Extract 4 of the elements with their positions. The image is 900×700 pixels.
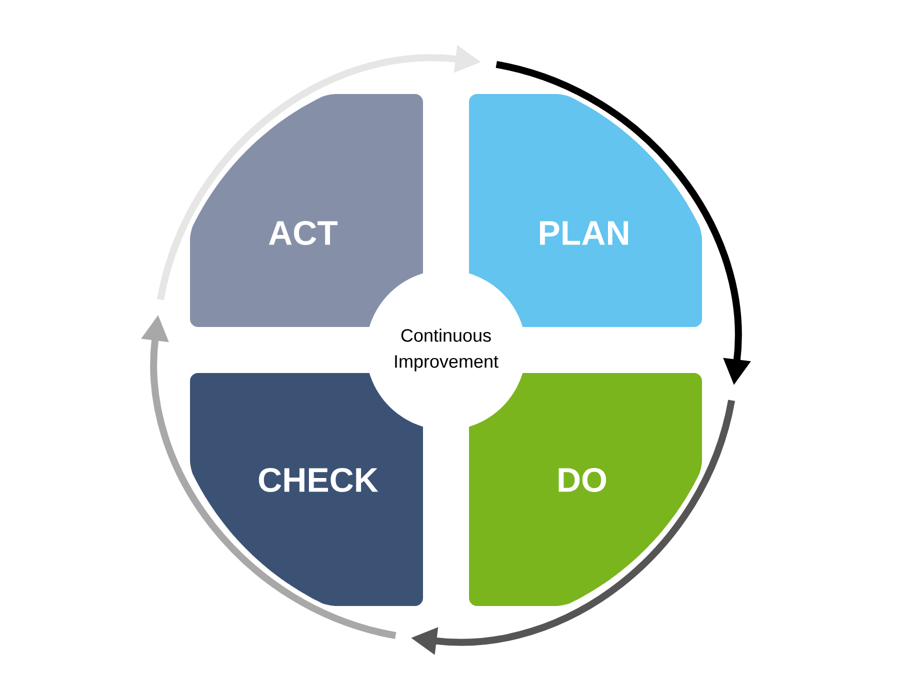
- quadrant-block: CHECK: [189, 373, 423, 607]
- quadrant-block: DO: [469, 373, 703, 607]
- quadrant-block: ACT: [189, 93, 423, 327]
- quadrant-block: PLAN: [469, 93, 703, 327]
